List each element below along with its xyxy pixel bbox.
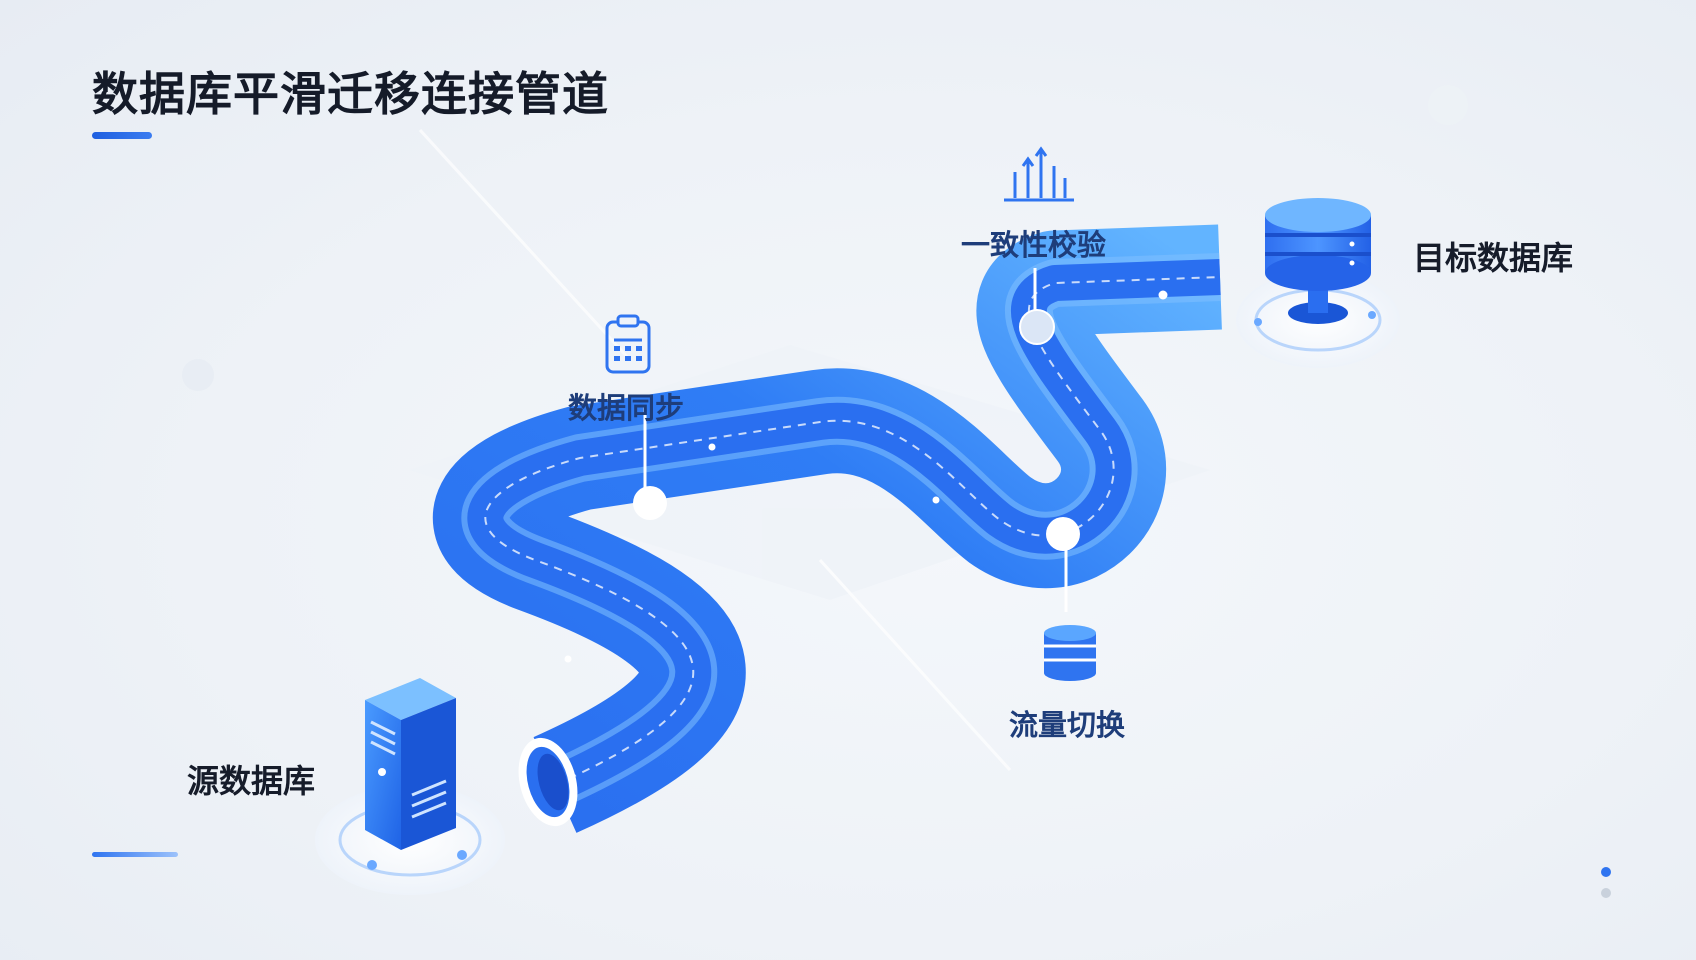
footer-accent-line <box>92 852 178 857</box>
migration-pipe <box>433 224 1222 833</box>
database-cylinder-icon <box>1265 198 1371 324</box>
stage-consistency-check <box>1004 146 1074 345</box>
database-stack-icon <box>1044 625 1096 681</box>
stage-label-consistency-check: 一致性校验 <box>961 228 1107 262</box>
source-database-node <box>315 678 505 895</box>
pager-dot-active[interactable] <box>1601 867 1611 877</box>
title-underline <box>92 132 152 139</box>
stage-label-traffic-switch: 流量切换 <box>1009 708 1126 742</box>
stage-traffic-switch <box>1044 517 1096 681</box>
page-title: 数据库平滑迁移连接管道 <box>92 67 609 121</box>
stage-label-data-sync: 数据同步 <box>568 391 685 425</box>
target-database-label: 目标数据库 <box>1413 239 1574 277</box>
pager-dot-inactive[interactable] <box>1601 888 1611 898</box>
chart-arrows-icon <box>1004 146 1074 202</box>
clipboard-grid-icon <box>605 314 651 374</box>
source-database-label: 源数据库 <box>187 762 316 800</box>
stage-data-sync <box>605 314 667 520</box>
server-icon <box>365 678 456 850</box>
target-database-node <box>1236 198 1400 368</box>
